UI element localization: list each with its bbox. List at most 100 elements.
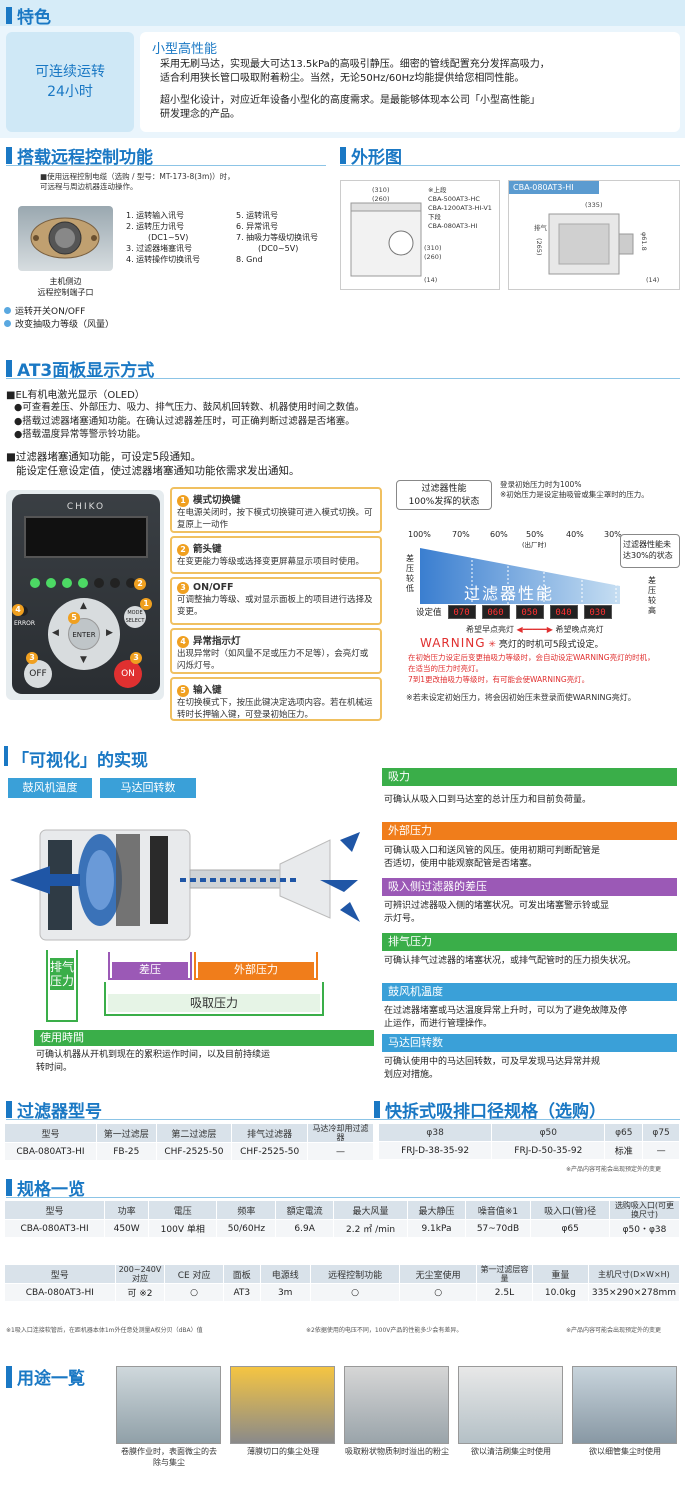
panel-brand: CHIKO — [66, 502, 106, 512]
outline-dims-right-h: (265) — [535, 238, 543, 256]
outline-model-list: ※上段 CBA-500AT3-HC CBA-1200AT3-HI-V1 下段 C… — [428, 186, 492, 230]
specs-table-2: 型号 200~240V对应 CE 对应面板电源线 远程控制功能无尘室使用 第一过… — [4, 1264, 681, 1302]
right-bubble: 过滤器性能未达30%的状态 — [620, 534, 680, 568]
filter-models-table: 型号 第一过滤层 第二过滤层 排气过滤器 马达冷却用过滤器 CBA-080AT3… — [4, 1123, 374, 1161]
motor-speed-label: 马达回转数 — [100, 778, 196, 798]
performance-para1: 采用无刷马达，实现最大可达13.5kPa的高吸引静压。细密的管线配置充分发挥高吸… — [160, 59, 550, 84]
section-underline — [6, 1119, 680, 1120]
feature-diff-text: 可辨识过滤器吸入侧的堵塞状况。可发出堵塞警示铃或显示灯号。 — [384, 901, 610, 924]
outline-drawing-right: CBA-080AT3-HI — [508, 180, 680, 290]
usage-time-header: 使用時間 — [34, 1030, 374, 1046]
blower-cutaway-illustration — [10, 829, 360, 941]
seg-display: 070 — [447, 605, 476, 619]
usage-caption-pipe: 欲以细管集尘时使用 — [589, 1447, 661, 1456]
arrow-down-button[interactable]: ▼ — [80, 655, 87, 665]
usage-caption-cut: 薄膜切口的集尘处理 — [247, 1447, 319, 1456]
signal-item: 7. 抽吸力等级切换讯号 — [236, 233, 319, 242]
outline-drawing-left — [340, 180, 500, 290]
signal-list-col1: 1. 运转输入讯号 2. 运转压力讯号 (DC1~5V) 3. 过滤器堵塞讯号 … — [126, 210, 200, 265]
level-led — [30, 578, 40, 588]
usage-caption-film: 卷膜作业时，表面微尘的去除与集尘 — [121, 1447, 217, 1467]
error-label: ERROR — [14, 620, 36, 627]
early-late-row: 希望早点亮灯 ◀━━━━━▶ 希望晚点亮灯 — [466, 625, 604, 634]
level-led — [46, 578, 56, 588]
outline-right-model: CBA-080AT3-HI — [509, 181, 599, 194]
signal-item: 3. 过滤器堵塞讯号 — [126, 244, 193, 253]
outline-right-sketch — [548, 213, 634, 275]
feature-diff-header: 吸入侧过滤器的差压 — [382, 878, 677, 896]
exhaust-pressure-label: 排气压力 — [50, 958, 75, 990]
panel-title-underline — [6, 378, 680, 379]
oled-screen — [24, 516, 148, 558]
signal-item: 5. 运转讯号 — [236, 211, 279, 220]
outline-dims-left-side: (310)(260) — [424, 244, 442, 261]
remote-title-underline — [6, 165, 326, 166]
outline-dims-right: (335) — [585, 201, 603, 209]
badge-line2: 24小时 — [47, 84, 93, 100]
tag-2-icon: 2 — [134, 578, 146, 590]
signal-item: 8. Gnd — [236, 255, 263, 264]
signal-item: (DC1~5V) — [148, 233, 189, 242]
usage-photo-pipe — [572, 1366, 677, 1444]
signal-item: 2. 运转压力讯号 — [126, 222, 185, 231]
usage-caption-brush: 欲以清洁刷集尘时使用 — [471, 1447, 551, 1456]
high-diff-label: 差压较高 — [648, 576, 656, 615]
level-led — [78, 578, 88, 588]
outline-dims-right-exhaust: 排气 — [534, 224, 547, 232]
specs-underline — [6, 1197, 680, 1198]
tag-5-icon: 5 — [68, 612, 80, 624]
specs-note-3: ※产品内容可能会出现预定外的变更 — [566, 1327, 662, 1334]
arrow-right-button[interactable]: ▶ — [106, 628, 113, 638]
seg-display: 050 — [515, 605, 544, 619]
signal-item: 6. 异常讯号 — [236, 222, 279, 231]
arrow-up-button[interactable]: ▲ — [80, 601, 87, 611]
panel-title: AT3面板显示方式 — [6, 356, 154, 381]
warning-row: WARNING ✳ 亮灯的时机可5段式设定。 — [420, 636, 604, 650]
external-pressure-bracket — [194, 952, 318, 980]
oled-header: ■EL有机电激光显示（OLED） — [6, 390, 145, 401]
on-button[interactable]: ON — [114, 660, 142, 688]
bullet-icon — [4, 307, 11, 314]
outline-sketch — [350, 202, 422, 277]
seg-display: 060 — [481, 605, 510, 619]
level-led — [126, 578, 136, 588]
tag-3b-icon: 3 — [130, 652, 142, 664]
tag-1-icon: 1 — [140, 598, 152, 610]
feature-fan-temp-header: 鼓风机温度 — [382, 983, 677, 1001]
percent-labels: 100% 70% 60% 50% (出厂时) 40% 30% — [408, 530, 622, 549]
level-led — [62, 578, 72, 588]
off-button[interactable]: OFF — [24, 660, 52, 688]
ports-table: φ38 φ50 φ65 φ75 FRJ-D-38-35-92 FRJ-D-50-… — [377, 1123, 680, 1160]
arrow-left-button[interactable]: ◀ — [52, 628, 59, 638]
feature-external-header: 外部压力 — [382, 822, 677, 840]
external-pressure-label: 外部压力 — [198, 962, 314, 978]
filter-models-title: 过滤器型号 — [6, 1097, 102, 1122]
usage-photo-powder — [344, 1366, 449, 1444]
mode-select-button[interactable]: MODE SELECT — [124, 606, 146, 628]
tag-3-icon: 3 — [26, 652, 38, 664]
feature-suction-text: 可确认从吸入口到马达室的总计压力和目前负荷量。 — [384, 795, 592, 805]
seg-display: 040 — [549, 605, 578, 619]
setting-row: 设定值 070 060 050 040 030 — [416, 605, 612, 619]
exhaust-pressure-box — [46, 950, 78, 1022]
signal-list-col2: 5. 运转讯号 6. 异常讯号 7. 抽吸力等级切换讯号 (DC0~5V) 8.… — [236, 210, 318, 265]
notice-text: ■过滤器堵塞通知功能，可设定5段通知。 能设定任意设定值，使过滤器堵塞通知功能依… — [6, 451, 300, 477]
remote-port-photo — [18, 206, 113, 271]
outline-dims-left-base: (14) — [424, 276, 438, 284]
suction-pressure-label: 吸取压力 — [108, 994, 320, 1012]
performance-card — [140, 32, 680, 132]
low-diff-label: 差压较低 — [406, 554, 414, 593]
oled-lines: ●可查看差压、外部压力、吸力、排气压力、鼓风机回转数、机器使用时间之数值。 ●搭… — [14, 402, 365, 440]
filter-performance-band — [420, 548, 620, 604]
warning-red-note: 在初始压力设定后变更抽吸力等级时，会自动设定WARNING亮灯的时机， 在适当的… — [408, 653, 655, 684]
port-caption: 主机侧边远程控制端子口 — [37, 277, 94, 297]
features-header-band — [0, 0, 685, 26]
ports-note: ※产品内容可能会出现预定外的变更 — [566, 1166, 662, 1173]
specs-note-1: ※1吸入口连接软管后，在距机器本体1m外任意处测量A权分贝（dBA）值 — [6, 1327, 203, 1334]
usage-photo-film — [116, 1366, 221, 1444]
feature-suction-header: 吸力 — [382, 768, 677, 786]
feature-motor-header: 马达回转数 — [382, 1034, 677, 1052]
